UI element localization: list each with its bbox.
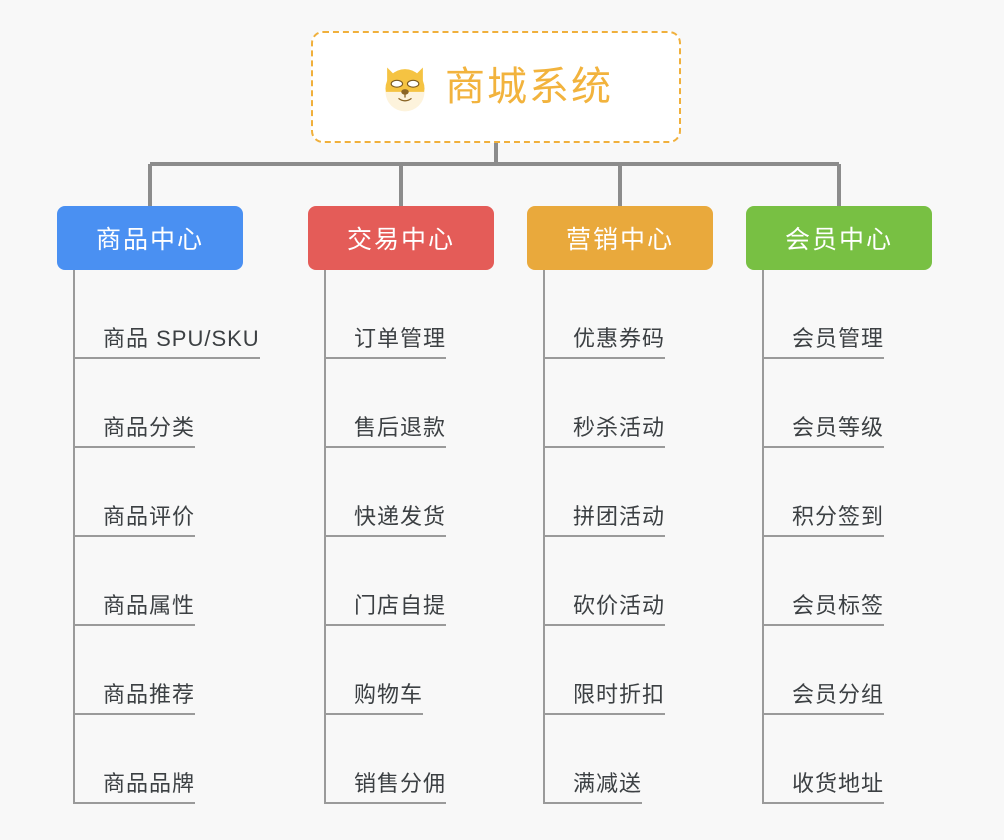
leaf-item[interactable]: 砍价活动 <box>527 537 713 626</box>
branch-header-label: 营销中心 <box>565 226 674 254</box>
leaf-spine <box>73 270 75 804</box>
leaf-item[interactable]: 订单管理 <box>308 270 494 359</box>
leaf-label: 会员管理 <box>792 325 885 351</box>
leaf-item[interactable]: 商品推荐 <box>57 626 243 715</box>
leaf-underline: 会员管理 <box>762 325 885 359</box>
leaf-label: 快递发货 <box>354 503 447 529</box>
leaf-spine <box>543 270 545 804</box>
leaf-underline: 购物车 <box>324 681 424 715</box>
leaf-item[interactable]: 商品评价 <box>57 448 243 537</box>
leaf-label: 订单管理 <box>354 325 447 351</box>
leaf-item[interactable]: 拼团活动 <box>527 448 713 537</box>
leaf-label: 售后退款 <box>354 414 447 440</box>
leaf-underline: 商品品牌 <box>73 770 196 804</box>
leaf-spine <box>324 270 326 804</box>
leaf-list-marketing-center: 优惠券码 秒杀活动 拼团活动 砍价活动 限时折扣 <box>527 270 713 804</box>
leaf-underline: 商品分类 <box>73 414 196 448</box>
leaf-underline: 商品 SPU/SKU <box>73 325 260 359</box>
leaf-label: 拼团活动 <box>573 503 666 529</box>
leaf-label: 商品属性 <box>103 592 196 618</box>
branch-header-label: 会员中心 <box>784 226 893 254</box>
leaf-label: 商品品牌 <box>103 770 196 796</box>
leaf-item[interactable]: 优惠券码 <box>527 270 713 359</box>
branch-header-member-center[interactable]: 会员中心 <box>746 206 932 270</box>
leaf-underline: 商品评价 <box>73 503 196 537</box>
leaf-underline: 收货地址 <box>762 770 885 804</box>
leaf-item[interactable]: 商品分类 <box>57 359 243 448</box>
leaf-underline: 订单管理 <box>324 325 447 359</box>
leaf-item[interactable]: 收货地址 <box>746 715 932 804</box>
branch-header-trade-center[interactable]: 交易中心 <box>308 206 494 270</box>
leaf-item[interactable]: 门店自提 <box>308 537 494 626</box>
branch-header-product-center[interactable]: 商品中心 <box>57 206 243 270</box>
leaf-underline: 会员分组 <box>762 681 885 715</box>
leaf-item[interactable]: 会员等级 <box>746 359 932 448</box>
leaf-item[interactable]: 销售分佣 <box>308 715 494 804</box>
leaf-underline: 会员标签 <box>762 592 885 626</box>
leaf-underline: 商品推荐 <box>73 681 196 715</box>
leaf-item[interactable]: 商品品牌 <box>57 715 243 804</box>
leaf-label: 砍价活动 <box>573 592 666 618</box>
leaf-list-member-center: 会员管理 会员等级 积分签到 会员标签 会员分组 <box>746 270 932 804</box>
root-node[interactable]: 商城系统 <box>311 31 681 143</box>
leaf-label: 会员分组 <box>792 681 885 707</box>
branch-header-label: 商品中心 <box>95 226 204 254</box>
leaf-label: 会员标签 <box>792 592 885 618</box>
leaf-item[interactable]: 会员分组 <box>746 626 932 715</box>
leaf-underline: 快递发货 <box>324 503 447 537</box>
branch-member-center: 会员中心 会员管理 会员等级 积分签到 会员标签 <box>746 206 932 804</box>
leaf-list-trade-center: 订单管理 售后退款 快递发货 门店自提 购物车 <box>308 270 494 804</box>
leaf-item[interactable]: 满减送 <box>527 715 713 804</box>
leaf-underline: 门店自提 <box>324 592 447 626</box>
leaf-label: 购物车 <box>354 681 424 707</box>
branch-product-center: 商品中心 商品 SPU/SKU 商品分类 商品评价 商品属性 <box>57 206 260 804</box>
leaf-label: 商品 SPU/SKU <box>103 325 260 351</box>
leaf-underline: 满减送 <box>543 770 643 804</box>
leaf-underline: 积分签到 <box>762 503 885 537</box>
leaf-underline: 售后退款 <box>324 414 447 448</box>
leaf-underline: 拼团活动 <box>543 503 666 537</box>
leaf-label: 门店自提 <box>354 592 447 618</box>
leaf-item[interactable]: 限时折扣 <box>527 626 713 715</box>
leaf-label: 收货地址 <box>792 770 885 796</box>
leaf-underline: 商品属性 <box>73 592 196 626</box>
leaf-item[interactable]: 会员管理 <box>746 270 932 359</box>
leaf-label: 商品推荐 <box>103 681 196 707</box>
leaf-label: 商品评价 <box>103 503 196 529</box>
leaf-underline: 限时折扣 <box>543 681 666 715</box>
root-title: 商城系统 <box>445 65 613 109</box>
leaf-item[interactable]: 秒杀活动 <box>527 359 713 448</box>
leaf-item[interactable]: 售后退款 <box>308 359 494 448</box>
leaf-label: 商品分类 <box>103 414 196 440</box>
leaf-underline: 会员等级 <box>762 414 885 448</box>
leaf-item[interactable]: 商品属性 <box>57 537 243 626</box>
leaf-label: 优惠券码 <box>573 325 666 351</box>
leaf-list-product-center: 商品 SPU/SKU 商品分类 商品评价 商品属性 商品推荐 <box>57 270 260 804</box>
branch-trade-center: 交易中心 订单管理 售后退款 快递发货 门店自提 <box>308 206 494 804</box>
leaf-item[interactable]: 商品 SPU/SKU <box>57 270 260 359</box>
leaf-underline: 销售分佣 <box>324 770 447 804</box>
branch-header-label: 交易中心 <box>346 226 455 254</box>
leaf-spine <box>762 270 764 804</box>
leaf-item[interactable]: 会员标签 <box>746 537 932 626</box>
leaf-label: 会员等级 <box>792 414 885 440</box>
leaf-label: 满减送 <box>573 770 643 796</box>
leaf-label: 积分签到 <box>792 503 885 529</box>
leaf-underline: 优惠券码 <box>543 325 666 359</box>
leaf-label: 销售分佣 <box>354 770 447 796</box>
branch-header-marketing-center[interactable]: 营销中心 <box>527 206 713 270</box>
leaf-underline: 秒杀活动 <box>543 414 666 448</box>
leaf-label: 限时折扣 <box>573 681 666 707</box>
leaf-item[interactable]: 购物车 <box>308 626 494 715</box>
leaf-item[interactable]: 积分签到 <box>746 448 932 537</box>
branch-marketing-center: 营销中心 优惠券码 秒杀活动 拼团活动 砍价活动 <box>527 206 713 804</box>
dog-face-icon <box>385 67 425 112</box>
leaf-item[interactable]: 快递发货 <box>308 448 494 537</box>
leaf-label: 秒杀活动 <box>573 414 666 440</box>
leaf-underline: 砍价活动 <box>543 592 666 626</box>
